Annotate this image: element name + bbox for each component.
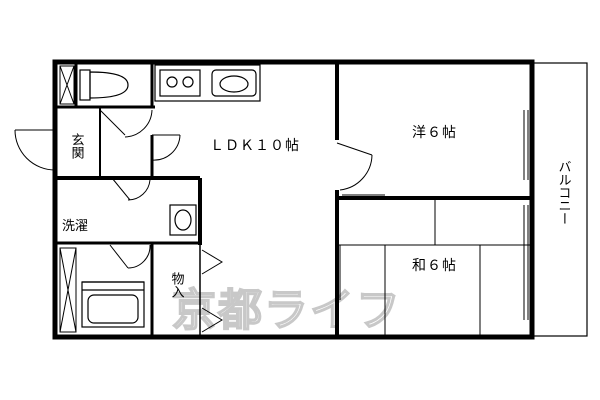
room-label-entrance: 玄関 [69, 133, 85, 160]
room-label-storage: 物入 [169, 272, 185, 298]
room-label-western: 洋６帖 [412, 125, 457, 141]
room-label-balcony: バルコニー [556, 160, 572, 225]
interior-walls [55, 62, 532, 337]
room-label-ldk: ＬＤＫ１０帖 [210, 138, 300, 154]
stove-burner-icon [182, 76, 194, 88]
closet-marks [59, 65, 77, 333]
stove-burner-icon [166, 76, 178, 88]
doors [14, 109, 385, 333]
toilet-icon [79, 69, 129, 101]
kitchen-counter [154, 64, 261, 102]
washbasin-icon [169, 204, 197, 236]
kitchen-sink-icon [211, 69, 257, 97]
bathtub-icon [81, 281, 145, 328]
room-label-japanese: 和６帖 [412, 258, 457, 274]
windows [523, 110, 529, 320]
room-label-laundry: 洗濯 [62, 219, 88, 234]
